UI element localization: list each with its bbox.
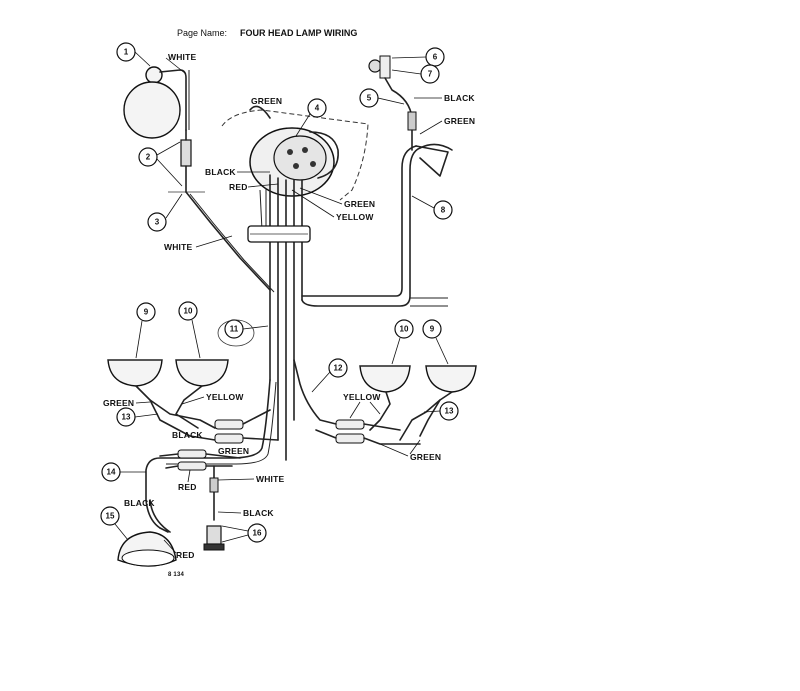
svg-text:5: 5 <box>367 94 372 103</box>
callout-3: 3 <box>147 193 183 232</box>
label-red-left-connector: RED <box>178 482 197 492</box>
label-red-switch: RED <box>229 182 248 192</box>
svg-text:6: 6 <box>433 53 438 62</box>
label-green-right: GREEN <box>410 452 441 462</box>
svg-text:2: 2 <box>146 153 151 162</box>
lower-left-connectors <box>159 449 241 471</box>
label-green-top-right: GREEN <box>444 116 475 126</box>
callout-8: 8 <box>411 195 453 220</box>
svg-text:14: 14 <box>107 468 116 477</box>
label-green-switch: GREEN <box>344 199 375 209</box>
callout-9-left: 9 <box>135 302 156 359</box>
callout-1: 1 <box>116 42 151 67</box>
callout-6: 6 <box>391 47 445 67</box>
callout-2: 2 <box>138 141 183 187</box>
callout-10-right: 10 <box>391 319 414 365</box>
callout-13-right: 13 <box>423 401 459 421</box>
callout-16: 16 <box>221 523 267 543</box>
right-lamps <box>293 359 477 445</box>
label-black-bottom-switch: BLACK <box>243 508 274 518</box>
svg-text:4: 4 <box>315 104 320 113</box>
top-left-lamp <box>123 66 190 139</box>
label-yellow-right: YELLOW <box>343 392 381 402</box>
callout-11: 11 <box>217 319 269 347</box>
svg-text:13: 13 <box>122 413 131 422</box>
svg-text:15: 15 <box>106 512 115 521</box>
callout-14: 14 <box>101 462 146 482</box>
svg-text:11: 11 <box>230 325 239 334</box>
left-lamps <box>107 359 279 444</box>
callouts: 1 2 3 4 5 6 7 8 9 10 11 12 10 9 13 <box>100 42 459 543</box>
callout-5: 5 <box>359 88 405 108</box>
bottom-switch <box>203 465 225 551</box>
svg-text:9: 9 <box>430 325 435 334</box>
svg-text:10: 10 <box>184 307 193 316</box>
label-yellow-switch: YELLOW <box>336 212 374 222</box>
svg-text:3: 3 <box>155 218 160 227</box>
label-black-switch: BLACK <box>205 167 236 177</box>
label-white-mid: WHITE <box>164 242 193 252</box>
bottom-left-lamp <box>117 499 177 567</box>
callout-10-left: 10 <box>178 301 201 359</box>
svg-text:13: 13 <box>445 407 454 416</box>
label-yellow-left: YELLOW <box>206 392 244 402</box>
svg-text:9: 9 <box>144 308 149 317</box>
main-harness-right <box>301 143 453 307</box>
callout-12: 12 <box>311 358 348 393</box>
svg-text:8: 8 <box>441 206 446 215</box>
page-name-label: Page Name: <box>177 28 228 38</box>
figure-code: 8 134 <box>168 572 184 578</box>
page-name-value: FOUR HEAD LAMP WIRING <box>240 28 358 38</box>
label-white-bottom: WHITE <box>256 474 285 484</box>
label-green-left-connector: GREEN <box>218 446 249 456</box>
harness-clamp <box>247 225 311 243</box>
label-black-top-right: BLACK <box>444 93 475 103</box>
svg-text:12: 12 <box>334 364 343 373</box>
svg-text:7: 7 <box>428 70 433 79</box>
label-white-top: WHITE <box>168 52 197 62</box>
label-green-top: GREEN <box>251 96 282 106</box>
callout-7: 7 <box>391 64 440 84</box>
svg-text:10: 10 <box>400 325 409 334</box>
top-right-switch <box>368 55 417 151</box>
label-black-bottom-lamp: BLACK <box>124 498 155 508</box>
label-green-left: GREEN <box>103 398 134 408</box>
label-black-left-connector: BLACK <box>172 430 203 440</box>
svg-text:1: 1 <box>124 48 129 57</box>
switch-assembly <box>221 105 369 461</box>
callout-15: 15 <box>100 506 129 541</box>
connector-2 <box>168 129 275 293</box>
wire-labels: WHITE GREEN BLACK RED GREEN YELLOW WHITE… <box>103 52 475 578</box>
callout-13-left: 13 <box>116 407 159 427</box>
callout-9-right: 9 <box>422 319 449 365</box>
callout-4: 4 <box>295 98 327 137</box>
label-red-bottom-lamp: RED <box>176 550 195 560</box>
svg-text:16: 16 <box>253 529 262 538</box>
